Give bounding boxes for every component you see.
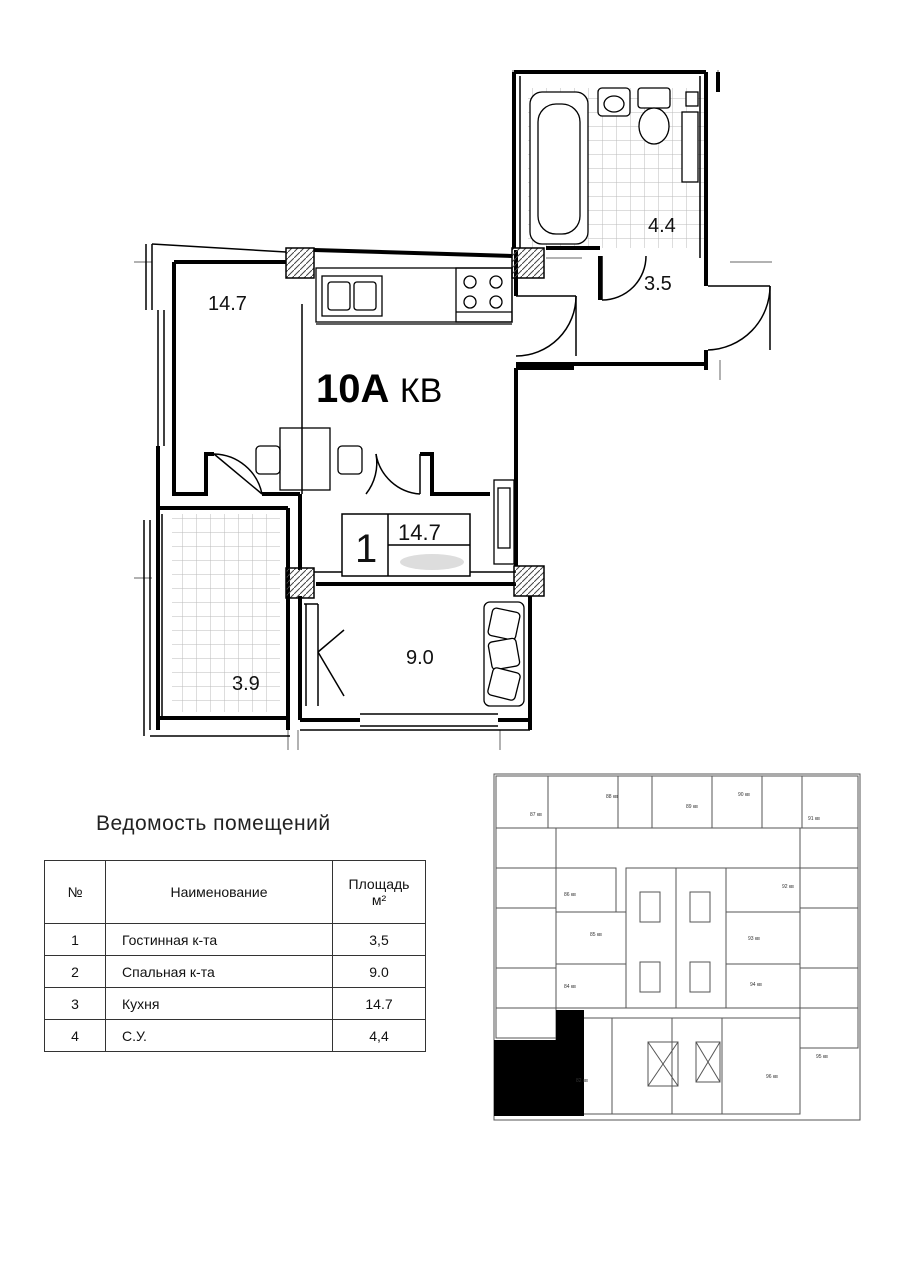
header-area: Площадь м² [332,860,426,924]
keyplan-label: 96 кв [766,1074,778,1080]
highlighted-unit [494,1010,584,1116]
toilet-icon [637,87,671,109]
keyplan-label: 93 кв [748,936,760,942]
keyplan-label: 82 кв [576,1078,588,1084]
hall-area-label: 3.5 [644,273,672,295]
keyplan-label: 95 кв [816,1054,828,1060]
row-no: 2 [44,955,106,988]
row-area: 9.0 [332,955,426,988]
columns [285,247,545,599]
row-no: 4 [44,1019,106,1052]
floor-plan: 1 14.7 14.7 4.4 3.5 9.0 3.9 10А КВ [134,70,772,750]
room-tag: 1 14.7 [341,513,471,577]
tag-room-number: 1 [355,527,377,571]
row-name: Кухня [105,987,333,1020]
row-no: 3 [44,987,106,1020]
keyplan-label: 92 кв [782,884,794,890]
apartment-suffix: КВ [400,372,442,410]
balcony-tiles [172,514,280,712]
kitchen-area-label: 14.7 [208,293,247,315]
dining-table-icon [279,427,331,491]
kitchen-fixtures [255,267,513,491]
header-no: № [44,860,106,924]
keyplan-label: 84 кв [564,984,576,990]
row-area: 3,5 [332,923,426,956]
stove-icon [455,267,513,323]
row-no: 1 [44,923,106,956]
keyplan-label: 89 кв [686,804,698,810]
header-area-line1: Площадь [348,876,410,892]
schedule-title: Ведомость помещений [96,812,331,835]
row-area: 14.7 [332,987,426,1020]
keyplan-label: 87 кв [530,812,542,818]
header-area-line2: м² [371,892,387,908]
row-name: С.У. [105,1019,333,1052]
table-header-row: № Наименование Площадь м² [44,860,426,924]
row-name: Спальная к-та [105,955,333,988]
apartment-label: 10А КВ [316,367,442,411]
floor-key-plan: 88 кв 89 кв 90 кв 87 кв 91 кв 86 кв 92 к… [493,773,861,1121]
bathtub-icon [529,91,589,245]
window-lines [143,76,701,737]
keyplan-label: 86 кв [564,892,576,898]
header-name: Наименование [105,860,333,924]
row-name: Гостинная к-та [105,923,333,956]
table-row: 2 Спальная к-та 9.0 [44,955,426,988]
table-row: 1 Гостинная к-та 3,5 [44,923,426,956]
bathroom-area-label: 4.4 [648,215,676,237]
room-schedule-table: № Наименование Площадь м² 1 Гостинная к-… [44,860,426,1052]
table-row: 3 Кухня 14.7 [44,987,426,1020]
apartment-number: 10А [316,367,389,411]
table-row: 4 С.У. 4,4 [44,1019,426,1052]
tag-room-area: 14.7 [398,520,441,545]
walls [156,70,720,730]
sink-icon [321,275,383,317]
sofa-icon [483,601,525,707]
bedroom-area-label: 9.0 [406,647,434,669]
keyplan-label: 88 кв [606,794,618,800]
doors [213,255,771,706]
row-area: 4,4 [332,1019,426,1052]
keyplan-label: 90 кв [738,792,750,798]
keyplan-label: 94 кв [750,982,762,988]
keyplan-label: 85 кв [590,932,602,938]
bathroom-fixtures [493,87,699,565]
keyplan-label: 91 кв [808,816,820,822]
balcony-area-label: 3.9 [232,673,260,695]
